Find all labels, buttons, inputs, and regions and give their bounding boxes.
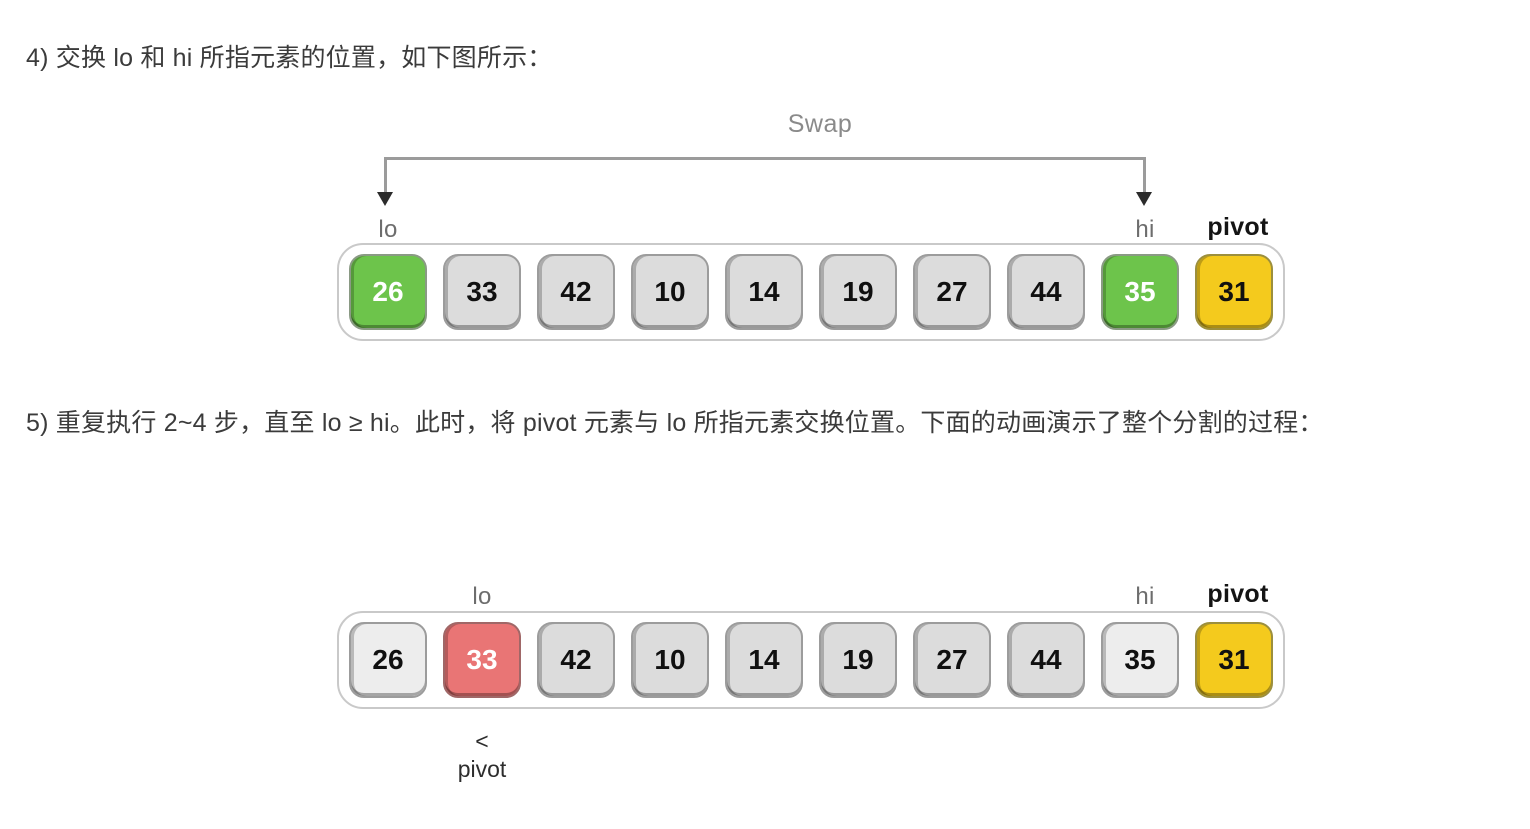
array-cell[interactable]: 35 (1101, 254, 1179, 330)
comparator-note-pivot: pivot (457, 756, 507, 782)
array-cell[interactable]: 44 (1007, 254, 1085, 330)
array-cell[interactable]: 33 (443, 622, 521, 698)
array-cell[interactable]: 35 (1101, 622, 1179, 698)
array-cell[interactable]: 42 (537, 622, 615, 698)
array-cell[interactable]: 27 (913, 254, 991, 330)
array-cell[interactable]: 27 (913, 622, 991, 698)
swap-bracket-left-stem (384, 157, 387, 194)
array-cell[interactable]: 14 (725, 622, 803, 698)
swap-bracket-top-line (384, 157, 1146, 160)
array-cell[interactable]: 19 (819, 254, 897, 330)
figure-swap-diagram: Swap lo hi pivot 26 33 42 10 14 19 27 44… (330, 110, 1310, 355)
array-cell[interactable]: 26 (349, 254, 427, 330)
array-cell[interactable]: 44 (1007, 622, 1085, 698)
array-cell[interactable]: 31 (1195, 254, 1273, 330)
array-cell[interactable]: 10 (631, 254, 709, 330)
array-container-swap: 26 33 42 10 14 19 27 44 35 31 (337, 243, 1285, 341)
array-cell[interactable]: 14 (725, 254, 803, 330)
pointer-label-hi: hi (1135, 216, 1155, 243)
array-container-result: 26 33 42 10 14 19 27 44 35 31 (337, 611, 1285, 709)
pointer-label-hi: hi (1135, 583, 1155, 610)
array-cell[interactable]: 10 (631, 622, 709, 698)
paragraph-step-4: 4) 交换 lo 和 hi 所指元素的位置，如下图所示： (26, 44, 553, 72)
arrow-down-icon-hi (1136, 192, 1152, 206)
figure-result-diagram: lo hi pivot 26 33 42 10 14 19 27 44 35 3… (330, 575, 1310, 790)
pointer-label-lo: lo (378, 216, 398, 243)
paragraph-step-5: 5) 重复执行 2~4 步，直至 lo ≥ hi。此时，将 pivot 元素与 … (26, 409, 1324, 437)
swap-bracket-right-stem (1143, 157, 1146, 194)
comparator-note-less-than: < (475, 728, 489, 754)
pointer-label-lo: lo (472, 583, 492, 610)
array-cell[interactable]: 19 (819, 622, 897, 698)
array-cell[interactable]: 42 (537, 254, 615, 330)
pointer-label-pivot: pivot (1207, 213, 1269, 241)
arrow-down-icon-lo (377, 192, 393, 206)
swap-bracket-label: Swap (787, 110, 853, 138)
array-cell[interactable]: 26 (349, 622, 427, 698)
array-cell[interactable]: 31 (1195, 622, 1273, 698)
array-cell[interactable]: 33 (443, 254, 521, 330)
pointer-label-pivot: pivot (1207, 580, 1269, 608)
